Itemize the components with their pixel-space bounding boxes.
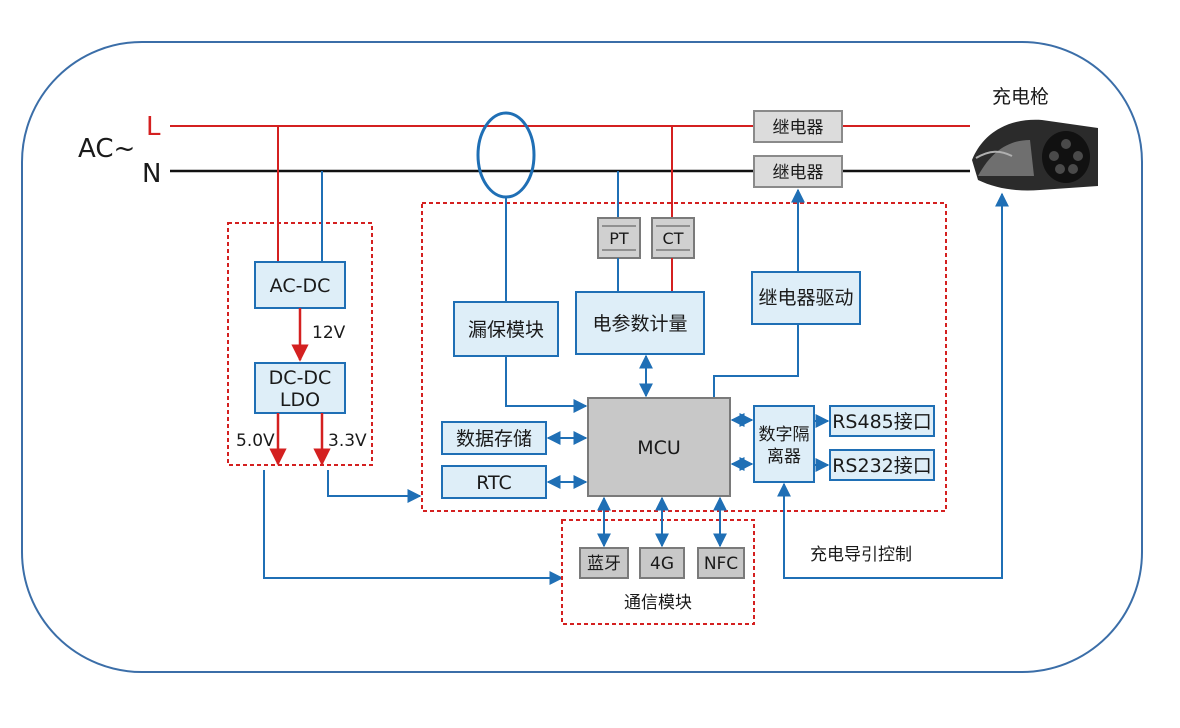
- neutral-label: N: [142, 159, 161, 189]
- rs485-label: RS485接口: [832, 411, 932, 433]
- rs232-interface: RS232接口: [829, 449, 935, 481]
- 4g-module: 4G: [639, 547, 685, 579]
- ldo-label: LDO: [280, 389, 320, 411]
- leakage-protection-module: 漏保模块: [453, 301, 559, 357]
- acdc-box: AC-DC: [254, 261, 346, 309]
- rs232-label: RS232接口: [832, 455, 932, 477]
- isolator-label-2: 离器: [767, 447, 801, 467]
- data-storage-module: 数据存储: [441, 421, 547, 455]
- live-label: L: [146, 112, 161, 142]
- leakage-to-mcu: [505, 356, 588, 413]
- bluetooth-module: 蓝牙: [579, 547, 629, 579]
- rtc-label: RTC: [476, 472, 512, 494]
- 4g-label: 4G: [650, 554, 674, 574]
- nfc-module: NFC: [697, 547, 745, 579]
- relay-bottom: 继电器: [753, 155, 843, 188]
- relay-drive-label: 继电器驱动: [758, 287, 853, 309]
- storage-label: 数据存储: [456, 428, 532, 450]
- pilot-control-label: 充电导引控制: [810, 545, 912, 565]
- dcdc-ldo-box: DC-DC LDO: [254, 362, 346, 414]
- pilot-control-wire: [777, 192, 1009, 579]
- relay-drive-module: 继电器驱动: [751, 271, 861, 325]
- rs485-interface: RS485接口: [829, 405, 935, 437]
- mcu-to-relay-drive: [713, 324, 799, 398]
- relay-bottom-label: 继电器: [773, 163, 824, 183]
- outer-frame: [21, 41, 1143, 673]
- pt-sensor: PT: [597, 217, 641, 259]
- label-12v: 12V: [312, 323, 346, 343]
- leakage-label: 漏保模块: [468, 319, 544, 341]
- rtc-module: RTC: [441, 465, 547, 499]
- controller-group: [421, 202, 947, 512]
- comm-module-group: [561, 519, 755, 625]
- relay-top-label: 继电器: [773, 118, 824, 138]
- ac-label: AC~: [78, 134, 135, 164]
- isolator-label-1: 数字隔: [759, 425, 810, 445]
- relay-top: 继电器: [753, 110, 843, 143]
- mcu-label: MCU: [637, 437, 681, 459]
- pt-label: PT: [609, 229, 629, 248]
- label-33v: 3.3V: [328, 431, 367, 451]
- wire-5v-to-comm: [263, 470, 564, 585]
- charging-gun-icon: [972, 119, 1098, 191]
- ct-sensor: CT: [651, 217, 695, 259]
- charging-gun-label: 充电枪: [992, 86, 1049, 108]
- power-supply-group: [227, 222, 373, 466]
- comm-module-title: 通信模块: [624, 593, 692, 613]
- nfc-label: NFC: [704, 554, 738, 574]
- digital-isolator: 数字隔 离器: [753, 405, 815, 483]
- dcdc-label: DC-DC: [269, 367, 332, 389]
- label-5v: 5.0V: [236, 431, 275, 451]
- wire-33v-to-core: [327, 470, 422, 503]
- bluetooth-label: 蓝牙: [587, 554, 621, 574]
- mcu: MCU: [587, 397, 731, 497]
- ct-label: CT: [663, 229, 684, 248]
- metering-label: 电参数计量: [592, 313, 687, 335]
- acdc-label: AC-DC: [270, 275, 331, 297]
- metering-module: 电参数计量: [575, 291, 705, 355]
